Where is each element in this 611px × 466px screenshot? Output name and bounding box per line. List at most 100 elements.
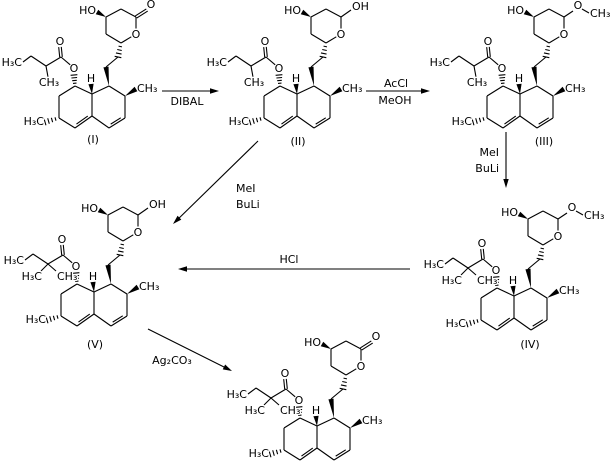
atom-label-ch3: CH₃	[57, 270, 77, 283]
reagent-label: DIBAL	[171, 95, 205, 108]
atom-label-h: H	[292, 72, 300, 85]
reagent-label: MeOH	[378, 94, 411, 107]
reagent-label: HCl	[279, 253, 298, 266]
arrow-head	[210, 88, 219, 94]
atom-label-o: O	[147, 0, 156, 11]
atom-label-ch3: CH₃	[280, 404, 300, 417]
atom-label-o: O	[261, 35, 270, 48]
arrow-head	[503, 179, 509, 188]
structure-label-IV: (IV)	[520, 338, 539, 351]
atom-label-ch3: CH₃	[39, 76, 59, 89]
atom-label-o: O	[554, 230, 563, 243]
atom-label-ch3: CH₃	[584, 209, 604, 222]
atom-label-ch3: CH₃	[559, 284, 579, 297]
reagent-label: BuLi	[475, 162, 499, 175]
atom-label-o: O	[134, 226, 143, 239]
atom-label-ch3: CH₃	[477, 274, 497, 287]
atom-label-h3c: H₃C	[249, 447, 270, 460]
atom-label-h: H	[509, 274, 517, 287]
arrow-head	[178, 266, 187, 272]
atom-label-h3c: H₃C	[442, 274, 463, 287]
atom-label-h3c: H₃C	[207, 56, 228, 69]
atom-label-ch3: CH₃	[467, 76, 487, 89]
atom-label-o: O	[372, 330, 381, 343]
atom-label-o: O	[72, 260, 81, 273]
structure-label-V: (V)	[87, 338, 103, 351]
arrow-line	[147, 328, 226, 369]
structure-label-I: (I)	[87, 133, 99, 146]
atom-label-ch3: CH₃	[244, 76, 264, 89]
structure-I: H H₃C CH₃ O O H₃C CH₃ O HO O	[0, 0, 158, 129]
atom-label-ho: HO	[81, 202, 98, 215]
atom-label-o: O	[337, 28, 346, 41]
reagent-label: BuLi	[236, 198, 260, 211]
atom-label-h3c: H₃C	[26, 313, 47, 326]
reagent-label: MeI	[236, 182, 256, 195]
atom-label-h3c: H₃C	[2, 56, 23, 69]
reagent-label: Ag₂CO₃	[152, 354, 192, 367]
atom-label-h3c: H₃C	[22, 270, 43, 283]
atom-label-o: O	[492, 264, 501, 277]
arrow-mei-buli-iii-iv: MeI BuLi	[475, 132, 509, 188]
arrow-dibal: DIBAL	[162, 88, 219, 108]
reagent-label: AcCl	[384, 77, 408, 90]
atom-label-ch3: CH₃	[137, 82, 157, 95]
atom-label-ch3: CH₃	[590, 7, 610, 20]
atom-label-h3c: H₃C	[245, 404, 266, 417]
atom-label-o: O	[357, 360, 366, 373]
reagent-label: MeI	[479, 146, 499, 159]
atom-label-h3c: H₃C	[446, 317, 467, 330]
arrow-mei-buli-ii-v: MeI BuLi	[173, 140, 260, 224]
atom-label-o: O	[498, 62, 507, 75]
atom-label-h3c: H₃C	[229, 115, 250, 128]
atom-label-h3c: H₃C	[4, 254, 25, 267]
atom-label-ch3: CH₃	[342, 82, 362, 95]
atom-label-ch3: CH₃	[565, 82, 585, 95]
structure-III: H H₃C CH₃ O O H₃C CH₃ O HO O CH₃	[428, 0, 611, 129]
atom-label-h3c: H₃C	[24, 115, 45, 128]
atom-label-ch3: CH₃	[362, 414, 382, 427]
atom-label-o: O	[70, 62, 79, 75]
atom-label-h: H	[89, 270, 97, 283]
atom-label-o: O	[484, 35, 493, 48]
atom-label-o: O	[478, 237, 487, 250]
arrow-line	[177, 140, 259, 220]
atom-label-o: O	[281, 367, 290, 380]
atom-label-ho: HO	[79, 4, 96, 17]
atom-label-h3c: H₃C	[424, 258, 445, 271]
atom-label-ho: HO	[507, 4, 524, 17]
atom-label-h: H	[515, 72, 523, 85]
arrow-head	[173, 215, 182, 224]
atom-label-o: O	[574, 0, 583, 12]
atom-label-oh: OH	[149, 198, 166, 211]
arrow-head	[421, 88, 430, 94]
atom-label-o: O	[58, 233, 67, 246]
atom-label-o: O	[56, 35, 65, 48]
atom-label-o: O	[132, 28, 141, 41]
atom-label-h3c: H₃C	[430, 56, 451, 69]
atom-label-oh: OH	[352, 0, 369, 13]
atom-label-ch3: CH₃	[139, 280, 159, 293]
atom-label-o: O	[275, 62, 284, 75]
arrow-hcl: HCl	[178, 253, 410, 272]
atom-label-o: O	[568, 201, 577, 214]
structure-label-II: (II)	[290, 135, 305, 148]
atom-label-h: H	[312, 404, 320, 417]
atom-label-ho: HO	[501, 206, 518, 219]
arrow-ag2co3: Ag₂CO₃	[147, 328, 232, 371]
atom-label-ho: HO	[304, 336, 321, 349]
atom-label-h3c: H₃C	[452, 115, 473, 128]
structure-label-III: (III)	[535, 135, 553, 148]
atom-label-o: O	[295, 394, 304, 407]
arrow-head	[222, 364, 232, 371]
atom-label-h3c: H₃C	[227, 388, 248, 401]
atom-label-h: H	[87, 72, 95, 85]
atom-label-o: O	[560, 28, 569, 41]
